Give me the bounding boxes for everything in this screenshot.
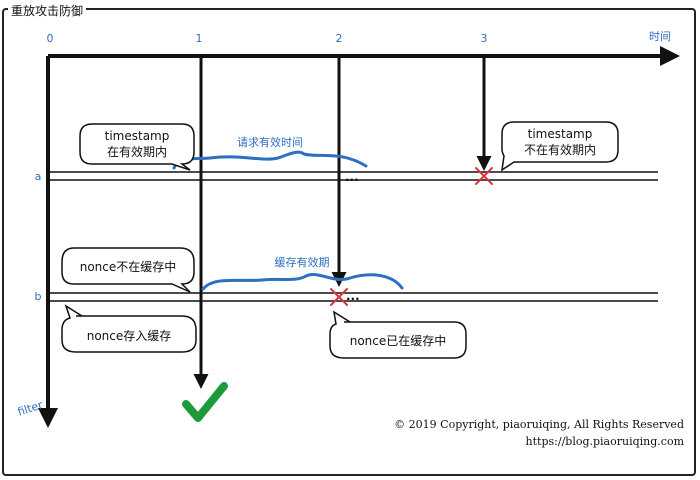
reject-cross-timestamp	[475, 167, 493, 185]
tick-label-0: 0	[47, 32, 54, 45]
callout-timestamp-invalid: timestamp 不在有效期内	[501, 121, 619, 172]
callout-nonce-store-text: nonce存入缓存	[87, 329, 172, 343]
callout-timestamp-valid: timestamp 在有效期内	[79, 123, 195, 171]
lane-a-label: a	[35, 170, 42, 183]
copyright-line: © 2019 Copyright, piaoruiqing, All Right…	[394, 418, 684, 431]
callout-timestamp-valid-line1: timestamp	[105, 129, 170, 143]
lane-a-ellipsis: ...	[345, 170, 359, 184]
callout-nonce-store: nonce存入缓存	[61, 304, 197, 353]
request-valid-brace	[172, 150, 368, 170]
title-holder: 重放攻击防御	[8, 0, 87, 18]
tick-label-2: 2	[336, 32, 343, 45]
page-title: 重放攻击防御	[11, 4, 84, 18]
tick-label-3: 3	[481, 32, 488, 45]
callout-nonce-not-in-cache: nonce不在缓存中	[61, 247, 195, 293]
diagram-frame	[2, 8, 696, 476]
lane-b-ellipsis: ...	[346, 289, 360, 303]
time-axis-label: 时间	[649, 30, 671, 43]
reject-cross-nonce	[330, 288, 348, 306]
tick-label-1: 1	[196, 32, 203, 45]
callout-nonce-not-in-cache-text: nonce不在缓存中	[80, 259, 177, 274]
cache-valid-brace	[201, 273, 404, 291]
request-valid-label: 请求有效时间	[237, 135, 303, 149]
callout-timestamp-valid-line2: 在有效期内	[107, 144, 167, 159]
callout-timestamp-invalid-line2: 不在有效期内	[524, 142, 596, 157]
callout-timestamp-invalid-line1: timestamp	[528, 127, 593, 141]
copyright-url: https://blog.piaoruiqing.com	[526, 435, 685, 448]
lane-b-label: b	[35, 290, 42, 303]
cache-valid-label: 缓存有效期	[275, 255, 330, 269]
accept-check-icon	[182, 382, 228, 422]
filter-axis-label: filter	[16, 398, 45, 418]
callout-nonce-in-cache: nonce已在缓存中	[329, 310, 467, 359]
callout-nonce-in-cache-text: nonce已在缓存中	[350, 333, 447, 348]
